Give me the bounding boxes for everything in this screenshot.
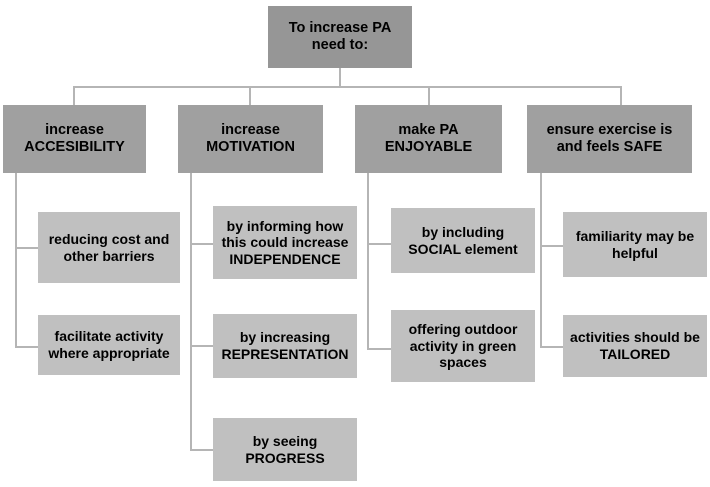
root-node: To increase PA need to: [268, 6, 412, 68]
connector-bus [73, 86, 622, 88]
branch-header-motivation: increase MOTIVATION [178, 105, 323, 173]
connector-drop-branch-1 [73, 86, 75, 106]
leaf-facilitate-activity: facilitate activity where appropriate [38, 315, 180, 375]
connector-spine-branch-3 [367, 173, 369, 350]
leaf-activities-tailored: activities should be TAILORED [563, 315, 707, 377]
connector-stub-branch-3-leaf-2 [367, 348, 391, 350]
branch-header-enjoyable: make PA ENJOYABLE [355, 105, 502, 173]
connector-stub-branch-2-leaf-2 [190, 345, 213, 347]
branch-header-safe: ensure exercise is and feels SAFE [527, 105, 692, 173]
branch-header-accesibility: increase ACCESIBILITY [3, 105, 146, 173]
connector-spine-branch-4 [540, 173, 542, 348]
connector-spine-branch-2 [190, 173, 192, 450]
connector-stub-branch-1-leaf-2 [15, 346, 38, 348]
connector-drop-branch-2 [249, 86, 251, 106]
connector-drop-branch-3 [428, 86, 430, 106]
leaf-outdoor-green-spaces: offering outdoor activity in green space… [391, 310, 535, 382]
connector-stub-branch-4-leaf-2 [540, 346, 563, 348]
connector-root-stem [339, 68, 341, 87]
leaf-familiarity-helpful: familiarity may be helpful [563, 212, 707, 277]
leaf-informing-independence: by informing how this could increase IND… [213, 206, 357, 279]
leaf-reducing-cost: reducing cost and other barriers [38, 212, 180, 283]
connector-stub-branch-2-leaf-3 [190, 449, 213, 451]
connector-spine-branch-1 [15, 173, 17, 348]
connector-drop-branch-4 [620, 86, 622, 106]
leaf-increasing-representation: by increasing REPRESENTATION [213, 314, 357, 378]
connector-stub-branch-3-leaf-1 [367, 243, 391, 245]
connector-stub-branch-2-leaf-1 [190, 243, 213, 245]
connector-stub-branch-4-leaf-1 [540, 245, 563, 247]
leaf-social-element: by including SOCIAL element [391, 208, 535, 273]
connector-stub-branch-1-leaf-1 [15, 247, 38, 249]
leaf-seeing-progress: by seeing PROGRESS [213, 418, 357, 481]
